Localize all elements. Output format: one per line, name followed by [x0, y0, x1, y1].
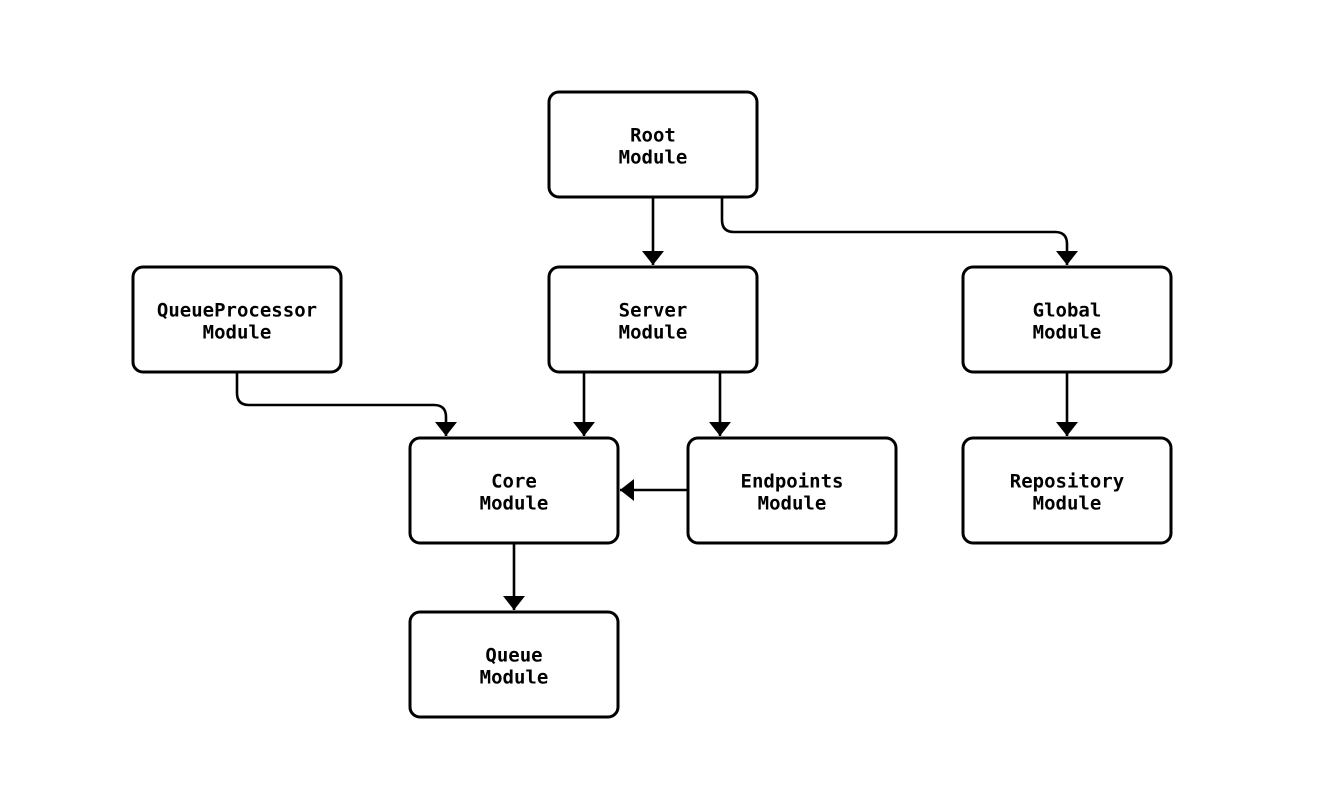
node-queueprocessor-box	[131, 265, 343, 374]
node-queue-box	[408, 610, 620, 719]
edge-queueprocessor-core	[235, 372, 457, 436]
node-endpoints-box	[686, 436, 898, 545]
node-root-box	[547, 90, 759, 199]
node-core-box	[408, 436, 620, 545]
node-global-box	[961, 265, 1173, 374]
edges-layer	[235, 197, 1078, 610]
node-server-box	[547, 265, 759, 374]
node-repository-box	[961, 436, 1173, 545]
edge-root-global	[720, 197, 1078, 265]
